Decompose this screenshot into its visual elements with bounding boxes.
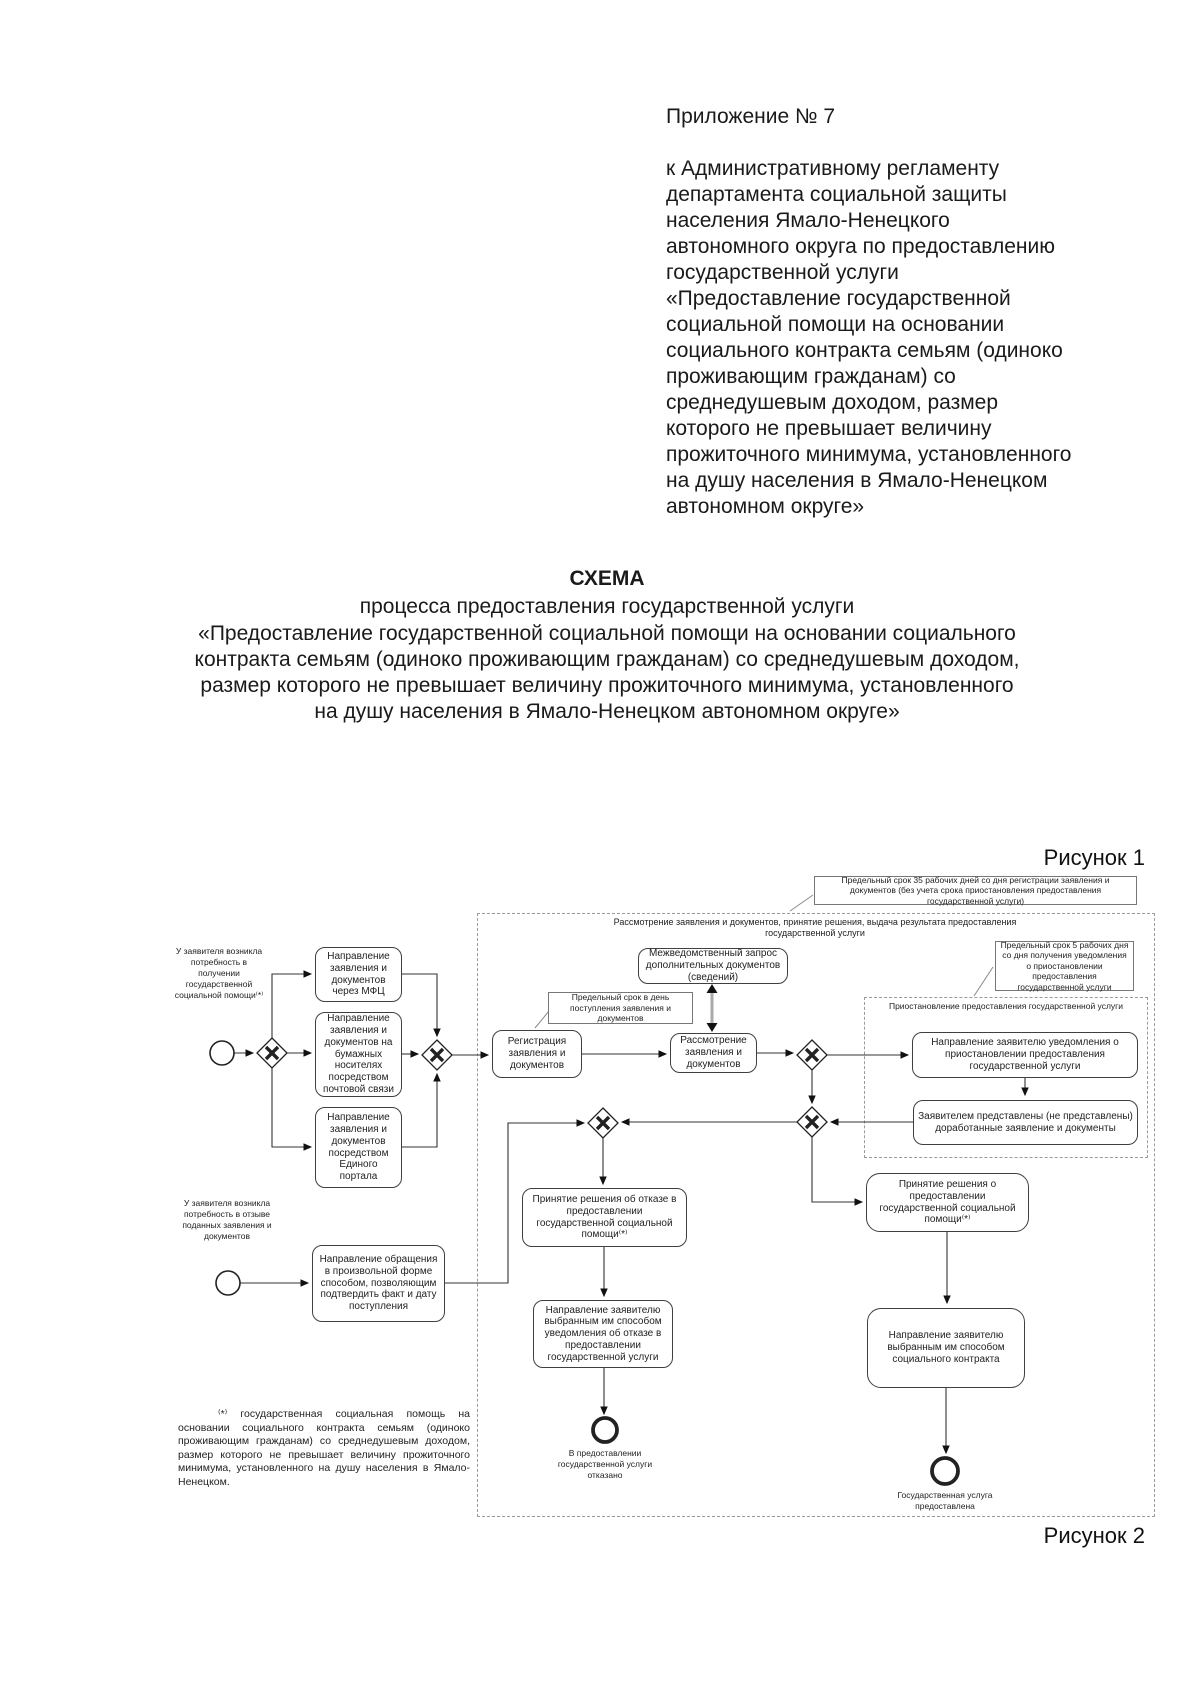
flow-connectors (234, 970, 1029, 1455)
end-event-provided-icon (930, 1456, 960, 1486)
task-decision-provide: Принятие решения о предоставлении госуда… (866, 1173, 1029, 1232)
gateway-channel-merge-icon (421, 1039, 453, 1071)
event-icons (209, 1040, 960, 1486)
schema-heading: СХЕМА (569, 567, 645, 590)
suspension-subprocess-frame (864, 997, 1148, 1158)
task-notify-suspension: Направление заявителю уведомления о прио… (912, 1032, 1138, 1078)
start-event-need-help-icon (209, 1040, 235, 1066)
task-interagency-request: Межведомственный запрос дополнительных д… (638, 948, 788, 984)
interagency-double-arrow (706, 984, 718, 1032)
task-docs-resubmitted: Заявителем представлены (не представлены… (913, 1100, 1138, 1145)
gateway-review-decision-icon (796, 1039, 828, 1071)
annotation-deadline-35-days: Предельный срок 35 рабочих дней со дня р… (814, 875, 1137, 906)
start-event-need-help-label: У заявителя возникла потребность в получ… (174, 946, 264, 1001)
gateway-channel-split-icon (256, 1037, 288, 1069)
gateway-resubmit-decision-icon (796, 1106, 828, 1138)
end-event-provided-label: Государственная услуга предоставлена (897, 1490, 993, 1512)
task-send-via-portal: Направление заявления и документов посре… (315, 1107, 402, 1188)
end-event-refused-label: В предоставлении государственной услуги … (557, 1448, 653, 1481)
end-event-refused-icon (591, 1416, 619, 1444)
task-notify-refusal: Направление заявителю выбранным им спосо… (533, 1300, 673, 1368)
main-process-frame (477, 913, 1155, 1517)
task-review: Рассмотрение заявления и документов (670, 1033, 757, 1073)
start-event-withdraw-label: У заявителя возникла потребность в отзыв… (182, 1198, 272, 1242)
figure-2-label: Рисунок 2 (1043, 1523, 1145, 1548)
figure-1-label: Рисунок 1 (1043, 845, 1145, 870)
task-decision-refuse: Принятие решения об отказе в предоставле… (522, 1188, 687, 1247)
gateway-refusal-merge-icon (587, 1107, 619, 1139)
task-send-paper-mail: Направление заявления и документов на бу… (315, 1012, 402, 1097)
appendix-body: к Административному регламенту департаме… (666, 157, 1072, 518)
start-event-withdraw-icon (215, 1270, 241, 1296)
main-process-frame-label: Рассмотрение заявления и документов, при… (613, 917, 1017, 939)
suspension-frame-label: Приостановление предоставления государст… (888, 1001, 1124, 1011)
annotation-deadline-5-days: Предельный срок 5 рабочих дня со дня пол… (995, 940, 1134, 992)
task-registration: Регистрация заявления и документов (492, 1030, 582, 1078)
schema-description: «Предоставление государственной социальн… (194, 622, 1020, 723)
task-send-contract: Направление заявителю выбранным им спосо… (867, 1308, 1025, 1388)
task-send-via-mfc: Направление заявления и документов через… (315, 947, 402, 1002)
annotation-connectors (534, 894, 994, 1029)
annotation-deadline-same-day: Предельный срок в день поступления заявл… (548, 992, 693, 1024)
exclusive-gateway-icons (256, 1037, 828, 1139)
task-withdraw-request: Направление обращения в произвольной фор… (312, 1245, 445, 1322)
appendix-heading: Приложение № 7 (666, 105, 836, 128)
schema-subtitle: процесса предоставления государственной … (359, 595, 855, 618)
footnote: ⁽*⁾ государственная социальная помощь на… (178, 1408, 470, 1488)
